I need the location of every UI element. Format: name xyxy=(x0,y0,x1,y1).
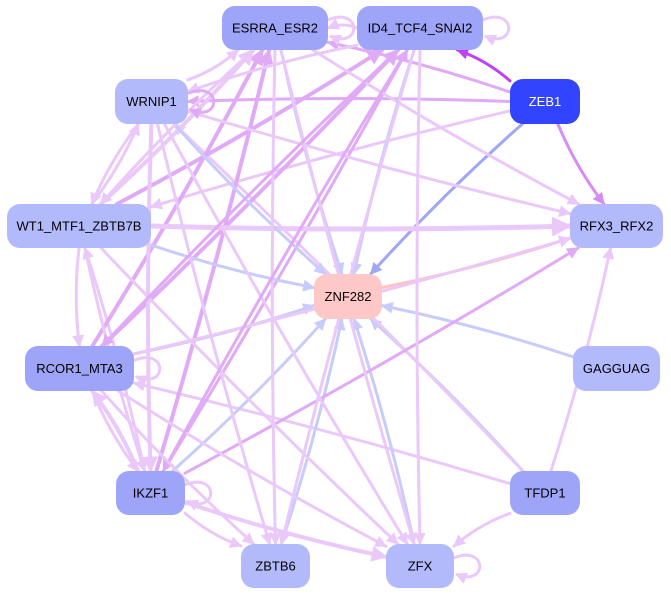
self-loop-id4-tcf4-snai2 xyxy=(482,15,511,46)
edge-rcor1-mta3-to-esrra-esr2 xyxy=(90,48,265,348)
node-id4-tcf4-snai2[interactable]: ID4_TCF4_SNAI2 xyxy=(357,6,483,50)
edge-zbtb6-to-znf282 xyxy=(279,317,346,546)
edge-esrra-esr2-to-wt1-mtf1-zbtb7b xyxy=(99,48,255,206)
self-loop-wrnip1 xyxy=(187,89,216,120)
edge-ikzf1-to-zbtb6 xyxy=(183,511,243,548)
edge-wrnip1-to-zfx xyxy=(163,122,409,546)
edge-rcor1-mta3-to-id4-tcf4-snai2 xyxy=(100,48,400,348)
edge-ikzf1-to-zfx xyxy=(183,500,388,562)
node-box xyxy=(357,6,483,50)
node-label: ZFX xyxy=(408,559,433,574)
node-box xyxy=(25,346,134,391)
node-box xyxy=(570,204,663,248)
edge-zfx-to-znf282 xyxy=(351,317,416,546)
node-esrra-esr2[interactable]: ESRRA_ESR2 xyxy=(222,6,328,50)
node-box xyxy=(7,204,151,248)
edge-wt1-mtf1-zbtb7b-to-rcor1-mta3 xyxy=(72,246,84,348)
node-tfdp1[interactable]: TFDP1 xyxy=(510,471,580,515)
self-loop-zfx xyxy=(453,553,482,584)
edge-wrnip1-to-rfx3-rfx2 xyxy=(186,109,572,217)
edge-wt1-mtf1-zbtb7b-to-zfx xyxy=(99,246,400,546)
edge-esrra-esr2-to-rfx3-rfx2 xyxy=(311,48,581,206)
node-label: RFX3_RFX2 xyxy=(580,219,654,234)
node-label: ID4_TCF4_SNAI2 xyxy=(368,21,473,36)
edge-wrnip1-to-zbtb6 xyxy=(156,122,273,546)
node-box xyxy=(116,471,185,515)
node-box xyxy=(115,79,188,124)
node-zfx[interactable]: ZFX xyxy=(386,544,454,588)
edge-zeb1-to-id4-tcf4-snai2 xyxy=(455,47,512,83)
node-rcor1-mta3[interactable]: RCOR1_MTA3 xyxy=(25,346,134,391)
edge-id4-tcf4-snai2-to-ikzf1 xyxy=(161,48,409,473)
edge-wrnip1-to-wt1-mtf1-zbtb7b xyxy=(90,122,140,206)
edge-zeb1-to-znf282 xyxy=(369,122,524,276)
node-ikzf1[interactable]: IKZF1 xyxy=(116,471,185,515)
node-zeb1[interactable]: ZEB1 xyxy=(510,79,580,124)
node-label: RCOR1_MTA3 xyxy=(36,361,122,376)
self-loop-esrra-esr2 xyxy=(327,15,356,46)
edge-tfdp1-to-rcor1-mta3 xyxy=(132,379,512,486)
edge-rcor1-mta3-to-zfx xyxy=(116,389,388,548)
edge-rcor1-mta3-to-ikzf1 xyxy=(90,389,140,473)
node-gagguag[interactable]: GAGGUAG xyxy=(573,346,660,391)
edge-zeb1-to-wt1-mtf1-zbtb7b xyxy=(149,109,512,210)
node-label: ZEB1 xyxy=(529,94,562,109)
node-wrnip1[interactable]: WRNIP1 xyxy=(115,79,188,124)
node-label: TFDP1 xyxy=(524,486,565,501)
node-label: ESRRA_ESR2 xyxy=(232,21,318,36)
edge-ikzf1-to-esrra-esr2 xyxy=(154,48,274,473)
edge-id4-tcf4-snai2-to-zfx xyxy=(413,48,426,546)
node-box xyxy=(386,544,454,588)
edge-wrnip1-to-znf282 xyxy=(172,122,327,276)
node-label: IKZF1 xyxy=(133,486,168,501)
node-box xyxy=(241,544,310,588)
node-label: WRNIP1 xyxy=(126,94,177,109)
node-wt1-mtf1-zbtb7b[interactable]: WT1_MTF1_ZBTB7B xyxy=(7,204,151,248)
node-box xyxy=(314,274,382,319)
node-znf282[interactable]: ZNF282 xyxy=(314,274,382,319)
node-box xyxy=(573,346,660,391)
node-box xyxy=(510,79,580,124)
edge-tfdp1-to-zfx xyxy=(452,511,512,548)
node-rfx3-rfx2[interactable]: RFX3_RFX2 xyxy=(570,204,663,248)
edge-esrra-esr2-to-zbtb6 xyxy=(269,48,282,546)
node-zbtb6[interactable]: ZBTB6 xyxy=(241,544,310,588)
self-loop-ikzf1 xyxy=(184,480,213,511)
self-loops-layer xyxy=(133,15,511,584)
node-box xyxy=(222,6,328,50)
edge-ikzf1-to-znf282 xyxy=(171,317,327,473)
node-label: WT1_MTF1_ZBTB7B xyxy=(17,219,142,234)
edge-gagguag-to-znf282 xyxy=(380,301,575,359)
edge-ikzf1-to-rfx3-rfx2 xyxy=(183,246,580,475)
self-loop-rcor1-mta3 xyxy=(133,356,162,387)
edge-ikzf1-to-id4-tcf4-snai2 xyxy=(161,48,409,473)
edge-rcor1-mta3-to-zbtb6 xyxy=(100,389,256,546)
edge-wrnip1-to-esrra-esr2 xyxy=(186,48,240,82)
edge-id4-tcf4-snai2-to-wrnip1 xyxy=(186,43,359,94)
edge-wt1-mtf1-zbtb7b-to-rfx3-rfx2 xyxy=(148,216,573,237)
node-label: GAGGUAG xyxy=(583,361,650,376)
edge-id4-tcf4-snai2-to-rcor1-mta3 xyxy=(100,48,400,348)
edge-zeb1-to-rfx3-rfx2 xyxy=(556,122,606,206)
edge-wt1-mtf1-zbtb7b-to-znf282 xyxy=(149,243,316,292)
node-label: ZNF282 xyxy=(325,289,372,304)
node-box xyxy=(510,471,580,515)
node-label: ZBTB6 xyxy=(255,559,295,574)
